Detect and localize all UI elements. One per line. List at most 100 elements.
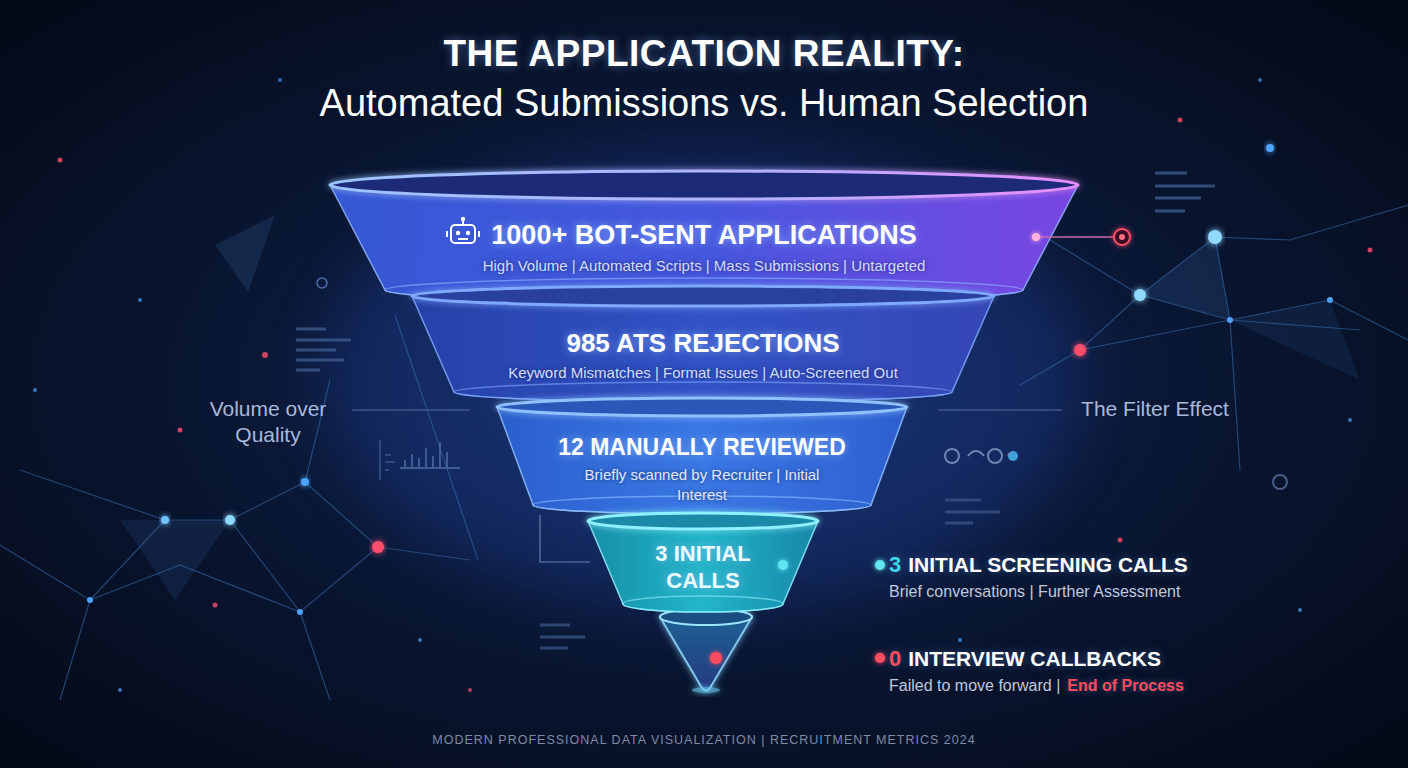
scatter-dot — [118, 688, 122, 692]
band-text-box: 985 ATS REJECTIONS Keyword Mismatches | F… — [412, 286, 994, 402]
band-body — [412, 286, 994, 402]
side-note: Volume over Quality — [193, 396, 343, 448]
ring-symbol — [945, 449, 959, 463]
callout-text: 3 — [889, 551, 901, 579]
band-heading: 12 MANUALLY REVIEWED — [558, 433, 846, 461]
network-dot — [372, 541, 384, 553]
band-detail: Keyword Mismatches | Format Issues | Aut… — [508, 363, 898, 383]
callout-text: 0 — [889, 645, 901, 673]
network-dot — [87, 597, 93, 603]
band-bottom-rim — [623, 596, 783, 612]
mini-chart — [380, 440, 395, 480]
scatter-dot — [958, 638, 962, 642]
band-detail: High Volume | Automated Scripts | Mass S… — [483, 256, 926, 276]
band-text-box: 12 MANUALLY REVIEWED Briefly scanned by R… — [497, 397, 907, 515]
network-dot — [1266, 144, 1274, 152]
band-text-box: 1000+ BOT-SENT APPLICATIONS High Volume |… — [330, 170, 1078, 300]
robot-head — [451, 225, 475, 243]
ring-symbol — [968, 451, 984, 456]
ui-bars — [296, 329, 351, 370]
funnel-band: 12 MANUALLY REVIEWED Briefly scanned by R… — [497, 397, 907, 515]
leader-dot — [778, 560, 788, 570]
ring-dot — [1273, 475, 1287, 489]
band-body — [330, 171, 1078, 302]
callout-text: Brief conversations | Further Assessment — [889, 582, 1389, 602]
scatter-dot — [468, 688, 472, 692]
funnel-band: 985 ATS REJECTIONS Keyword Mismatches | F… — [412, 286, 994, 402]
ring-symbol — [988, 449, 1002, 463]
network-dot — [1134, 289, 1146, 301]
scatter-dot — [1178, 118, 1183, 123]
network-dot — [1227, 317, 1233, 323]
band-top-rim — [497, 398, 907, 416]
scatter-dot — [418, 638, 422, 642]
scatter-dot — [278, 78, 282, 82]
end-cone — [660, 609, 752, 691]
ui-bars — [540, 625, 585, 648]
callout-text: Failed to move forward | — [889, 676, 1060, 696]
scatter-dot — [213, 603, 218, 608]
callout-text: INITIAL SCREENING CALLS — [908, 551, 1188, 579]
leader-line — [1036, 236, 1122, 238]
ui-bars — [945, 500, 1000, 523]
band-heading: 3 INITIAL CALLS — [633, 540, 773, 594]
label-group: 0INTERVIEW CALLBACKS — [889, 645, 1389, 673]
network-dot — [161, 516, 169, 524]
band-top-rim — [588, 513, 818, 529]
leader-dot — [875, 653, 885, 663]
network-dot — [1074, 344, 1086, 356]
ring-dot — [317, 278, 327, 288]
leader-dot — [1114, 229, 1130, 245]
label-group: 3INITIAL SCREENING CALLS — [889, 551, 1389, 579]
robot-eye — [466, 231, 470, 235]
scatter-dot — [178, 428, 183, 433]
leader-dot — [710, 652, 722, 664]
scatter-dot — [1118, 538, 1123, 543]
funnel-halo — [324, 150, 1084, 610]
network-dot — [1208, 230, 1222, 244]
scatter-dot — [262, 352, 268, 358]
robot-icon — [447, 217, 479, 243]
label-group: The Filter Effect — [1080, 396, 1230, 422]
end-cone-glow — [692, 687, 720, 693]
leader-line — [783, 564, 880, 566]
band-top-rim — [412, 286, 994, 306]
scatter-dot — [1298, 608, 1302, 612]
label-group: Volume over Quality — [193, 396, 343, 448]
leader-dot — [1032, 233, 1040, 241]
main-title: THE APPLICATION REALITY: — [0, 33, 1408, 75]
band-top-rim — [330, 171, 1078, 199]
deco-triangle — [120, 520, 230, 600]
label-group: Brief conversations | Further Assessment — [889, 582, 1389, 602]
network-dot — [301, 478, 309, 486]
leader-line — [716, 657, 880, 659]
network-lines — [0, 315, 478, 700]
band-body — [497, 398, 907, 514]
band-heading: 1000+ BOT-SENT APPLICATIONS — [491, 219, 916, 252]
scatter-dot — [1368, 248, 1373, 253]
scatter-dot — [1348, 418, 1352, 422]
label-group: Failed to move forward | End of Process — [889, 676, 1389, 696]
band-heading: 985 ATS REJECTIONS — [566, 327, 839, 359]
leader-line — [540, 515, 590, 562]
subtitle: Automated Submissions vs. Human Selectio… — [0, 81, 1408, 125]
callout-text: INTERVIEW CALLBACKS — [908, 645, 1161, 673]
funnel-band: 1000+ BOT-SENT APPLICATIONS High Volume |… — [330, 170, 1078, 300]
network-dot — [225, 515, 235, 525]
network-dot — [297, 609, 303, 615]
scatter-dot — [58, 158, 63, 163]
label-group: Automated Submissions vs. Human Selectio… — [0, 81, 1408, 125]
robot-detail — [447, 220, 479, 239]
deco-triangle — [215, 215, 275, 292]
band-detail: Briefly scanned by Recruiter | Initial I… — [572, 465, 832, 505]
leader-line — [352, 409, 470, 410]
leader-line — [938, 409, 1062, 410]
robot-antenna — [461, 217, 465, 221]
leader-dot — [1119, 234, 1125, 240]
callout-text: End of Process — [1067, 676, 1183, 696]
ring-symbol — [1008, 451, 1018, 461]
